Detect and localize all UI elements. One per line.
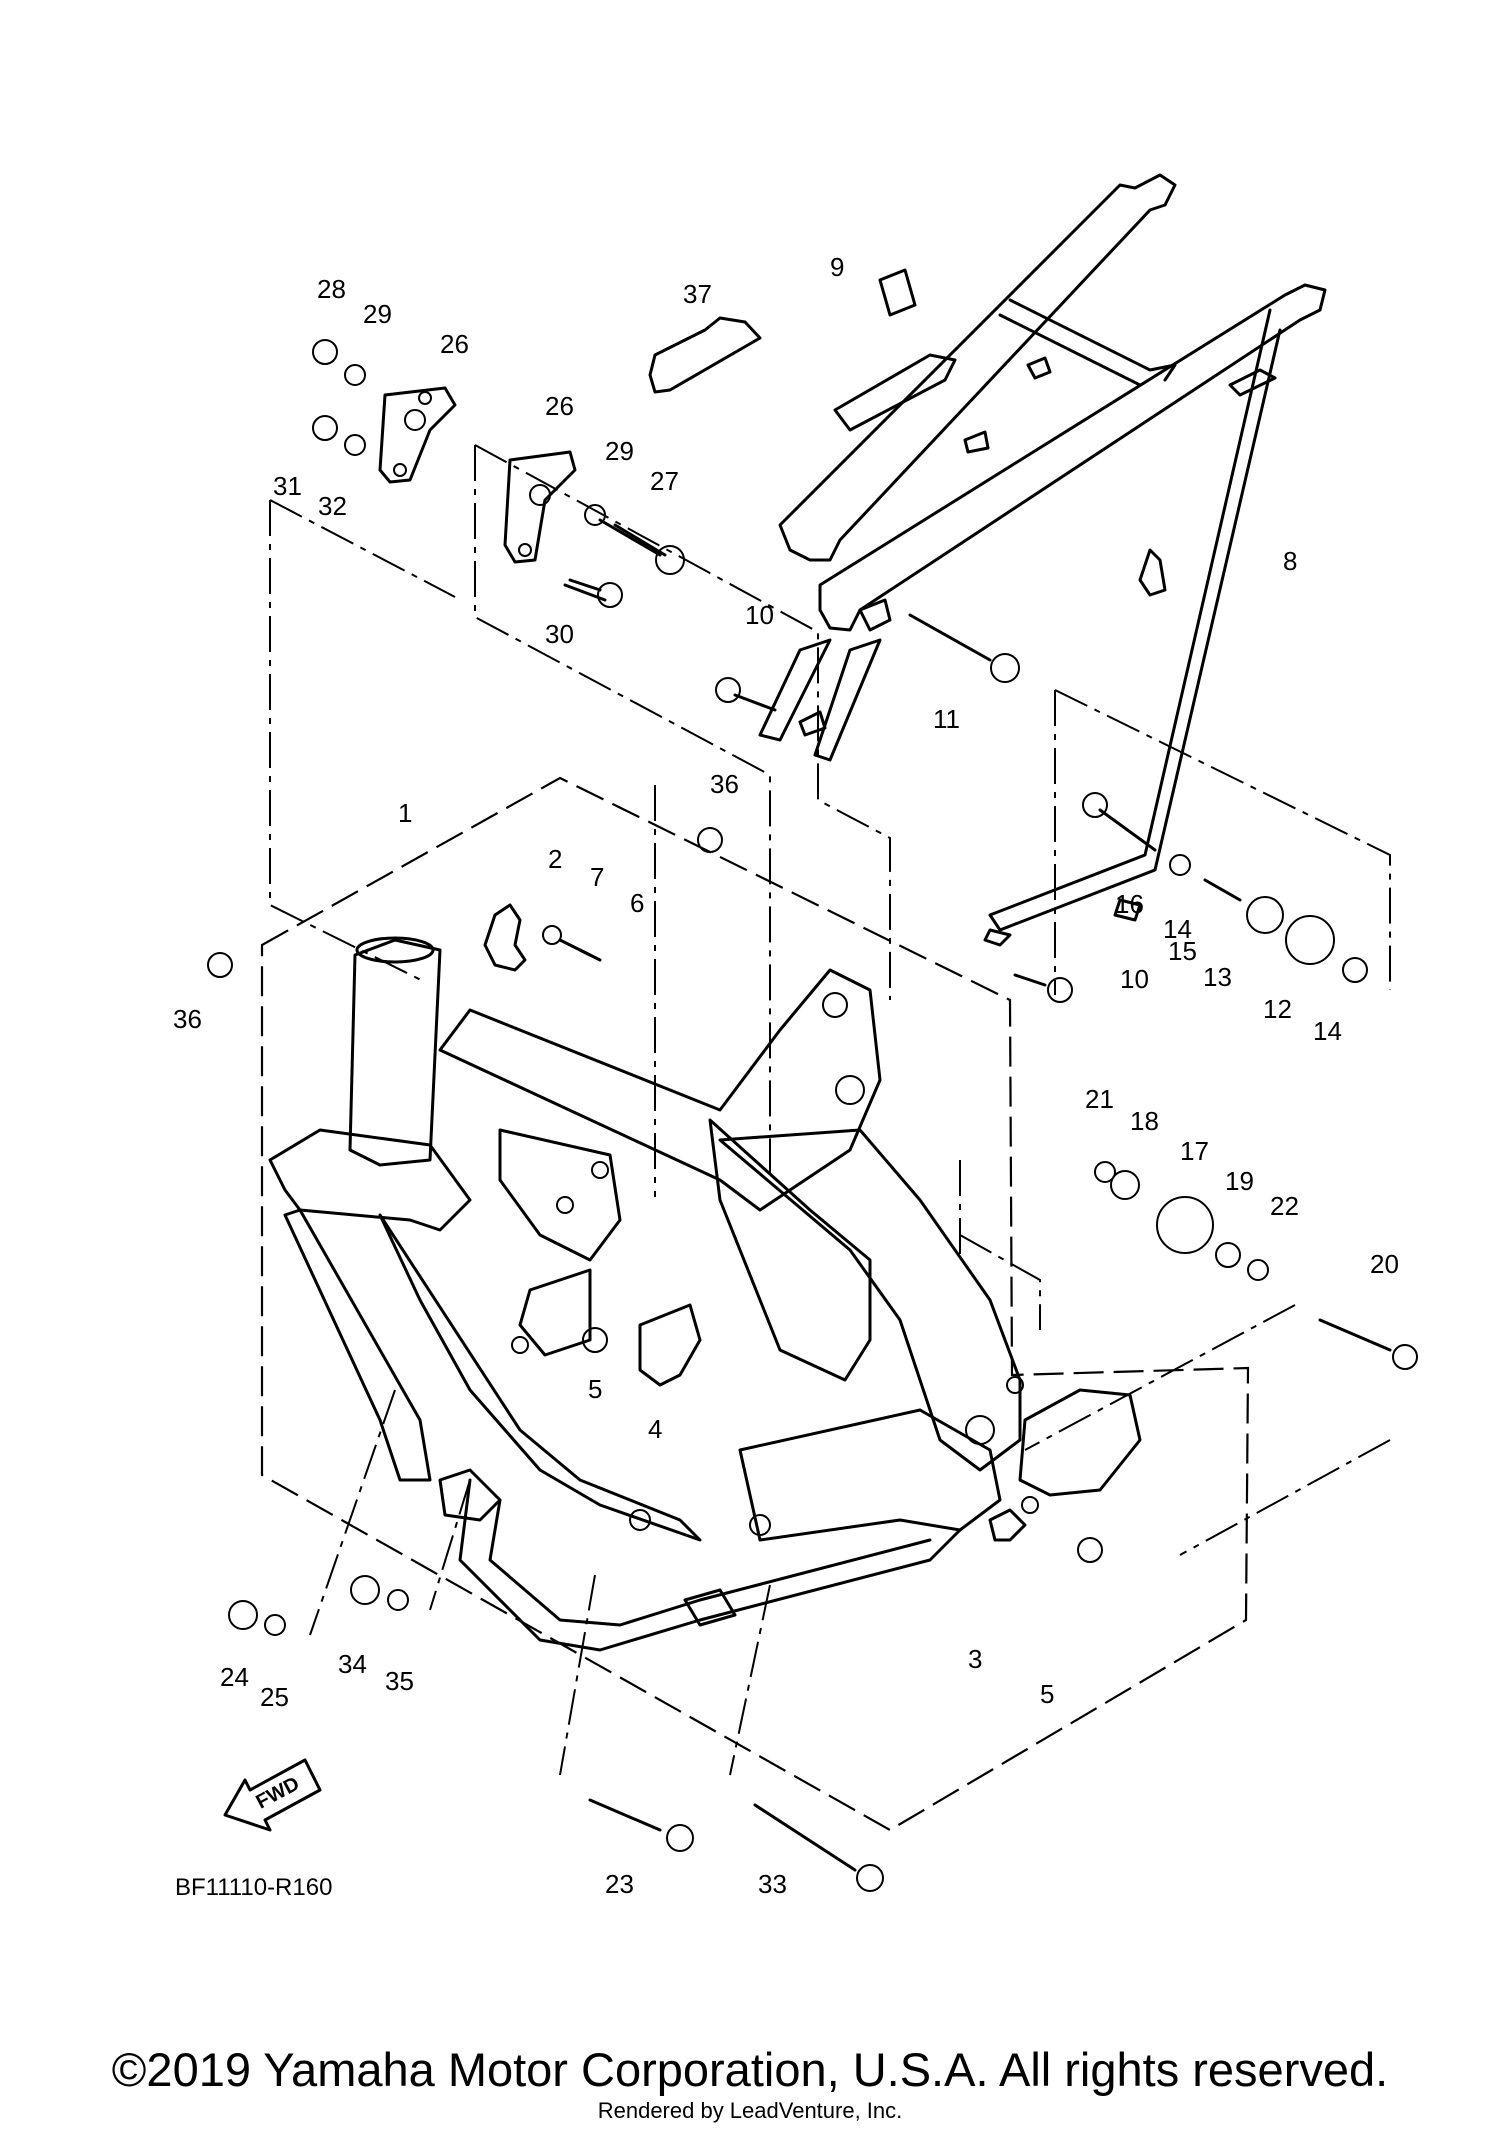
callout-22: 22 xyxy=(1270,1191,1299,1221)
callout-10b: 10 xyxy=(1120,964,1149,994)
callout-34: 34 xyxy=(338,1649,367,1679)
callout-8: 8 xyxy=(1283,546,1297,576)
engine-bracket-4 xyxy=(638,1303,702,1387)
callout-27: 27 xyxy=(650,466,679,496)
callout-19: 19 xyxy=(1225,1166,1254,1196)
callout-10a: 10 xyxy=(745,600,774,630)
clamp-2 xyxy=(483,903,527,972)
callout-21: 21 xyxy=(1085,1084,1114,1114)
callout-25: 25 xyxy=(260,1682,289,1712)
callout-16: 16 xyxy=(1115,889,1144,919)
callout-26b: 26 xyxy=(545,391,574,421)
callout-5b: 5 xyxy=(1040,1679,1054,1709)
callout-31: 31 xyxy=(273,471,302,501)
engine-bracket-upper-right xyxy=(503,450,577,564)
fwd-label: FWD xyxy=(253,1773,304,1814)
engine-bracket-3 xyxy=(1018,1388,1142,1497)
callout-18: 18 xyxy=(1130,1106,1159,1136)
callout-3: 3 xyxy=(968,1644,982,1674)
callout-1: 1 xyxy=(398,798,412,828)
copyright-notice: ©2019 Yamaha Motor Corporation, U.S.A. A… xyxy=(111,2043,1389,2096)
callout-37: 37 xyxy=(683,279,712,309)
callout-29b: 29 xyxy=(605,436,634,466)
callout-23: 23 xyxy=(605,1869,634,1899)
fasteners xyxy=(207,339,1418,1892)
plate-37 xyxy=(648,316,762,394)
callout-30: 30 xyxy=(545,619,574,649)
callout-9: 9 xyxy=(830,252,844,282)
engine-bracket-upper-left xyxy=(378,386,457,484)
callout-24: 24 xyxy=(220,1662,249,1692)
forward-arrow: FWD xyxy=(223,1758,322,1832)
callout-26a: 26 xyxy=(440,329,469,359)
callout-6: 6 xyxy=(630,888,644,918)
leader-lines xyxy=(269,444,1391,1776)
bushing-9 xyxy=(878,268,917,317)
callout-2: 2 xyxy=(548,844,562,874)
callout-20: 20 xyxy=(1370,1249,1399,1279)
callout-13: 13 xyxy=(1203,962,1232,992)
rendered-by-credit: Rendered by LeadVenture, Inc. xyxy=(597,2098,903,2123)
callout-labels: 1 2 3 4 5 5 6 7 8 9 10 10 11 12 13 14 14… xyxy=(173,252,1399,1899)
rear-subframe xyxy=(758,173,1327,947)
callout-35: 35 xyxy=(385,1666,414,1696)
callout-28: 28 xyxy=(317,274,346,304)
callout-33: 33 xyxy=(758,1869,787,1899)
callout-14b: 14 xyxy=(1313,1016,1342,1046)
callout-11: 11 xyxy=(933,704,960,734)
callout-12: 12 xyxy=(1263,994,1292,1024)
callout-36a: 36 xyxy=(710,769,739,799)
callout-32: 32 xyxy=(318,491,347,521)
callout-29a: 29 xyxy=(363,299,392,329)
callout-7: 7 xyxy=(590,862,604,892)
callout-4: 4 xyxy=(648,1414,662,1444)
callout-15: 15 xyxy=(1168,936,1197,966)
callout-17: 17 xyxy=(1180,1136,1209,1166)
diagram-code: BF11110-R160 xyxy=(175,1874,332,1901)
callout-14a: 14 xyxy=(1163,914,1192,944)
main-frame xyxy=(268,936,1039,1652)
callout-36b: 36 xyxy=(173,1004,202,1034)
callout-5a: 5 xyxy=(588,1374,602,1404)
